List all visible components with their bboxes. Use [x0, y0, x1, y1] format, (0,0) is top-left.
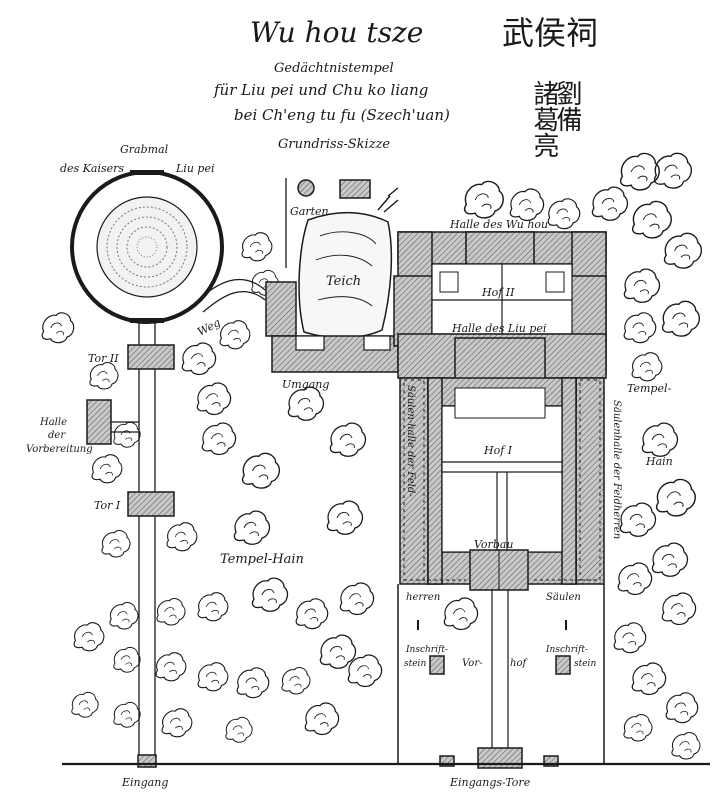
label-tor-1: Tor I: [94, 499, 121, 512]
preparation-hall: [86, 399, 112, 445]
label-tempel-hain-left: Tempel-Hain: [220, 552, 304, 567]
label-saulenhalle-left: Säulen-halle der Feld-: [405, 385, 416, 497]
label-der: der: [48, 430, 66, 441]
label-umgang: Umgang: [282, 378, 329, 391]
label-tor-2: Tor II: [88, 352, 119, 365]
chinese-col-right: 劉備: [552, 80, 582, 132]
pond: [298, 211, 393, 339]
label-saulenhalle-right: Säulenhalle der Feldherren: [611, 400, 622, 539]
label-inschrift-2: Inschrift-: [545, 645, 588, 655]
garden-and-pond: [285, 178, 399, 339]
tor-1-gate: [127, 491, 175, 517]
west-entrance-gate: [137, 754, 157, 768]
chinese-title: 武侯祠 劉備 諸葛亮: [502, 14, 598, 158]
label-des-kaisers: des Kaisers: [60, 162, 124, 175]
chinese-col-left: 諸葛亮: [529, 80, 559, 158]
label-stein-1: stein: [404, 659, 426, 669]
label-halle: Halle: [39, 417, 67, 428]
inscription-stone-2: [555, 655, 571, 675]
label-teich: Teich: [326, 274, 361, 289]
label-grabmal: Grabmal: [120, 143, 169, 156]
inscription-stone-1: [429, 655, 445, 675]
label-liu-pei: Liu pei: [175, 162, 214, 175]
label-halle-liu-pei: Halle des Liu pei: [451, 322, 546, 335]
forecourt: [397, 584, 605, 769]
label-vorhof-a: Vor-: [462, 658, 483, 669]
label-saulen: Säulen: [546, 592, 581, 603]
label-weg: Weg: [195, 316, 222, 339]
title-main: Wu hou tsze: [250, 16, 423, 49]
label-eingang: Eingang: [121, 776, 168, 789]
label-hof-1: Hof I: [483, 444, 513, 457]
title-block: Wu hou tsze Gedächtnistempel für Liu pei…: [213, 16, 450, 152]
title-line1: Gedächtnistempel: [274, 61, 394, 76]
map-labels: Grabmal des Kaisers Liu pei Garten Teich…: [26, 143, 673, 789]
main-compound: [393, 231, 607, 591]
label-vorbereitung: Vorbereitung: [26, 444, 93, 455]
label-hain-right: Hain: [645, 455, 673, 468]
title-line3: bei Ch'eng tu fu (Szech'uan): [234, 106, 450, 124]
label-stein-2: stein: [574, 659, 596, 669]
label-tempel-right: Tempel-: [627, 382, 671, 395]
label-hof-2: Hof II: [481, 286, 515, 299]
tor-2-gate: [127, 344, 175, 370]
label-vorbau: Vorbau: [474, 538, 514, 551]
weg-path: [197, 279, 266, 313]
western-axis: [86, 323, 175, 768]
label-eingangs-tore: Eingangs-Tore: [449, 776, 531, 789]
label-halle-wu-hou: Halle des Wu hou: [449, 218, 548, 231]
title-line4: Grundriss-Skizze: [278, 137, 390, 152]
title-line2: für Liu pei und Chu ko liang: [213, 81, 428, 99]
chinese-main-title: 武侯祠: [502, 14, 598, 52]
label-garten: Garten: [290, 205, 329, 218]
umgang-gallery: [265, 281, 403, 373]
label-herren: herren: [406, 592, 440, 603]
tomb-of-liu-pei: [70, 170, 224, 324]
label-vorhof-b: hof: [510, 658, 528, 669]
label-inschrift-1: Inschrift-: [405, 645, 448, 655]
